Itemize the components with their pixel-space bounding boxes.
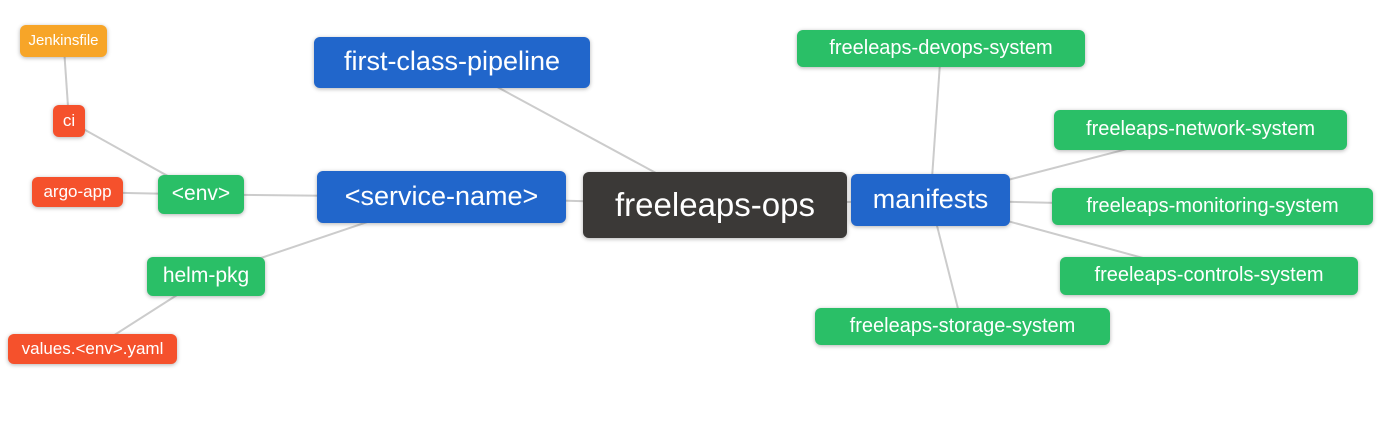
node-jenkinsfile[interactable]: Jenkinsfile (20, 25, 107, 57)
node-label: Jenkinsfile (28, 31, 99, 49)
node-label: freeleaps-storage-system (849, 314, 1076, 337)
node-label: <env> (171, 182, 231, 205)
node-freeleaps-monitoring-system[interactable]: freeleaps-monitoring-system (1052, 188, 1373, 225)
node-label: freeleaps-network-system (1086, 118, 1315, 140)
node-freeleaps-controls-system[interactable]: freeleaps-controls-system (1060, 257, 1358, 295)
node-label: freeleaps-monitoring-system (1086, 194, 1339, 217)
node-ci[interactable]: ci (53, 105, 85, 137)
node-first-class-pipeline[interactable]: first-class-pipeline (314, 37, 590, 88)
node-freeleaps-devops-system[interactable]: freeleaps-devops-system (797, 30, 1085, 67)
node-label: freeleaps-ops (615, 185, 815, 223)
node-freeleaps-network-system[interactable]: freeleaps-network-system (1054, 110, 1347, 150)
node-manifests[interactable]: manifests (851, 174, 1010, 226)
node-label: helm-pkg (162, 264, 250, 287)
node-freeleaps-ops[interactable]: freeleaps-ops (583, 172, 847, 238)
node-label: <service-name> (344, 180, 539, 211)
node-freeleaps-storage-system[interactable]: freeleaps-storage-system (815, 308, 1110, 345)
node-argo-app[interactable]: argo-app (32, 177, 123, 207)
node-service-name[interactable]: <service-name> (317, 171, 566, 223)
node-env[interactable]: <env> (158, 175, 244, 214)
node-label: manifests (872, 183, 989, 214)
node-label: ci (62, 110, 76, 130)
node-values-env-yaml[interactable]: values.<env>.yaml (8, 334, 177, 364)
node-label: freeleaps-controls-system (1094, 264, 1324, 286)
node-label: argo-app (43, 181, 112, 201)
node-label: first-class-pipeline (343, 46, 561, 76)
node-helm-pkg[interactable]: helm-pkg (147, 257, 265, 296)
node-label: values.<env>.yaml (21, 338, 164, 358)
node-label: freeleaps-devops-system (829, 36, 1053, 59)
